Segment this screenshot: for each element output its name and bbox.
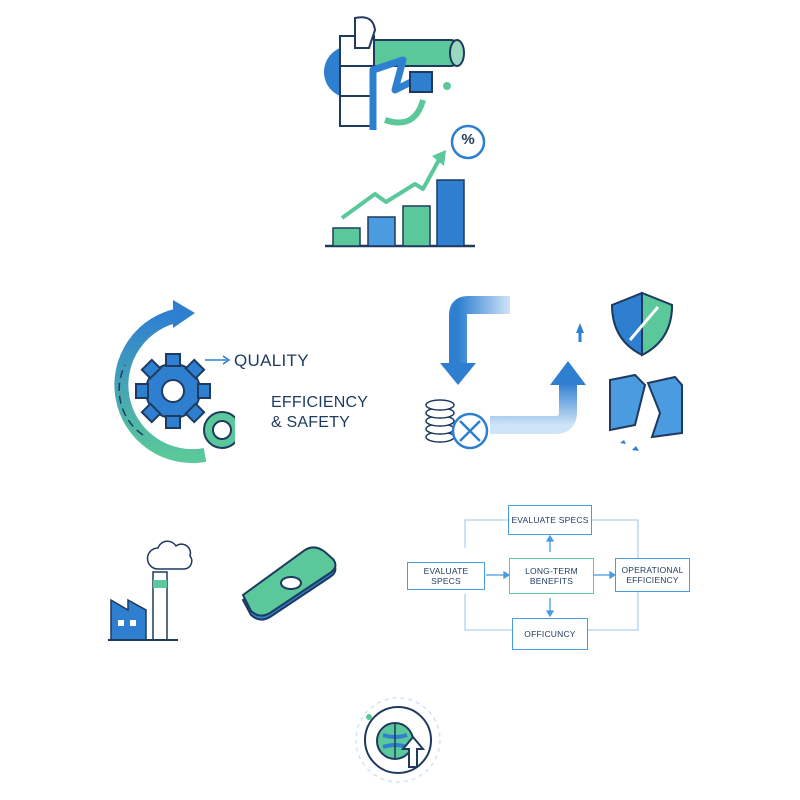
globe-upload-icon <box>353 695 443 785</box>
cost-reduction-illustration <box>420 285 700 460</box>
percent-badge: % <box>461 131 475 148</box>
efficiency-label-line1: EFFICIENCY <box>271 394 369 411</box>
flow-box-text: EVALUATE SPECS <box>511 515 589 525</box>
cycle-arrowhead <box>173 300 195 328</box>
cancel-x-icon <box>451 412 489 450</box>
efficiency-label-line2: & SAFETY <box>271 414 350 431</box>
flow-box-text: LONG-TERM BENEFITS <box>525 566 578 586</box>
up-arrow-icon <box>550 361 586 385</box>
flow-box-text-line1: OPERATIONAL <box>621 565 684 575</box>
panel-lid-icon <box>235 545 340 625</box>
flow-box-officuncy: OFFICUNCY <box>512 618 588 650</box>
flow-box-text: OPERATIONAL EFFICIENCY <box>621 565 683 585</box>
flow-box-long-term-benefits: LONG-TERM BENEFITS <box>509 558 594 594</box>
flow-box-text: EVALUATE SPECS <box>423 566 469 586</box>
pipeline-illustration <box>315 10 465 140</box>
gear-small-icon <box>203 411 235 449</box>
coin-stack-icon <box>425 399 455 443</box>
arrow-right-icon <box>205 355 231 365</box>
flow-box-text-line2: EFFICIENCY <box>626 575 679 585</box>
flow-box-evaluate-specs-left: EVALUATE SPECS <box>407 562 485 590</box>
growth-chart-icon: % <box>320 122 495 252</box>
shield-icon <box>610 291 674 357</box>
flow-box-evaluate-specs-top: EVALUATE SPECS <box>508 505 592 535</box>
down-arrow-icon <box>440 363 476 385</box>
factory-icon <box>108 540 198 645</box>
cycle-gears-illustration <box>85 295 235 470</box>
broken-wall-icon <box>609 373 683 451</box>
quality-label: QUALITY <box>234 351 309 370</box>
efficiency-safety-label: EFFICIENCY & SAFETY <box>271 393 368 433</box>
cycle-arc <box>114 308 207 464</box>
gear-large-icon <box>135 353 211 429</box>
flow-box-text: OFFICUNCY <box>524 629 576 639</box>
flow-box-operational-efficiency: OPERATIONAL EFFICIENCY <box>615 558 690 592</box>
